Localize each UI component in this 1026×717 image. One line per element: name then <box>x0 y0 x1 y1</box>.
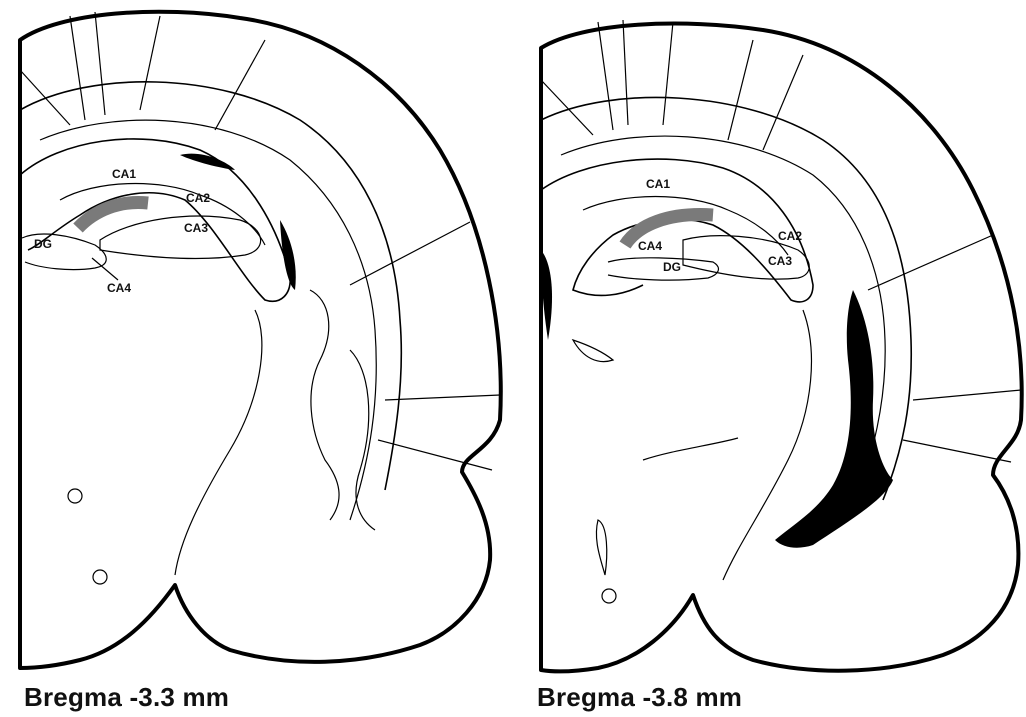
label-ca4: CA4 <box>107 281 131 295</box>
label-ca3: CA3 <box>184 221 208 235</box>
label-dg: DG <box>34 237 52 251</box>
label-ca2: CA2 <box>186 191 210 205</box>
label-ca1: CA1 <box>112 167 136 181</box>
caption-bregma-left: Bregma -3.3 mm <box>24 682 229 713</box>
coronal-section-drawing-left: CA1 CA2 CA3 DG CA4 <box>0 0 513 680</box>
panel-bregma-3-3: CA1 CA2 CA3 DG CA4 Bregma -3.3 mm <box>0 0 513 717</box>
panel-bregma-3-8: CA1 CA2 CA3 CA4 DG Bregma -3.8 mm <box>513 0 1026 717</box>
hemisphere-outline <box>20 12 501 668</box>
label-ca1: CA1 <box>646 177 670 191</box>
label-ca2: CA2 <box>778 229 802 243</box>
label-ca3: CA3 <box>768 254 792 268</box>
label-ca4: CA4 <box>638 239 662 253</box>
hemisphere-outline <box>541 24 1022 672</box>
label-dg: DG <box>663 260 681 274</box>
caption-bregma-right: Bregma -3.8 mm <box>537 682 742 713</box>
coronal-section-drawing-right: CA1 CA2 CA3 CA4 DG <box>513 0 1026 680</box>
